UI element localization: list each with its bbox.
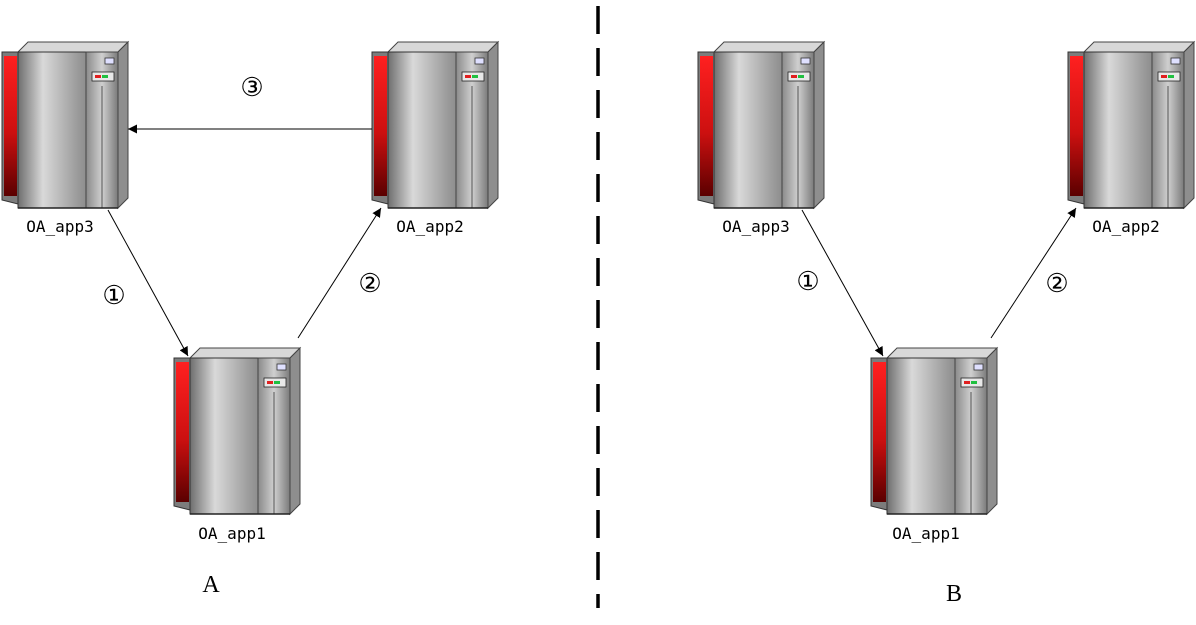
arrow-step-1	[801, 209, 884, 357]
server-label: OA_app1	[198, 524, 265, 543]
step-marker-1: ①	[796, 267, 819, 297]
server-oa-app3-a	[1, 41, 129, 209]
panel-label: B	[946, 581, 962, 607]
step-marker-2: ②	[1045, 269, 1068, 299]
arrow-step-2	[297, 207, 382, 339]
server-oa-app2-b	[1067, 41, 1195, 209]
server-oa-app3-b	[697, 41, 825, 209]
server-label: OA_app1	[892, 524, 959, 543]
server-oa-app2-a	[371, 41, 499, 209]
arrow-step-1	[107, 209, 189, 357]
server-oa-app1-a	[173, 347, 301, 515]
server-label: OA_app2	[396, 217, 463, 236]
server-oa-app1-b	[870, 347, 998, 515]
server-label: OA_app2	[1092, 217, 1159, 236]
arrow-step-2	[990, 207, 1077, 339]
step-marker-2: ②	[358, 269, 381, 299]
panel-label: A	[202, 572, 220, 598]
server-label: OA_app3	[722, 217, 789, 236]
panel-a: OA_app3 OA_app2 OA_app1 ① ② ③ A	[1, 41, 499, 598]
server-label: OA_app3	[26, 217, 93, 236]
step-marker-3: ③	[240, 73, 263, 103]
panel-b: OA_app3 OA_app2 OA_app1 ① ② B	[697, 41, 1195, 607]
step-marker-1: ①	[102, 281, 125, 311]
